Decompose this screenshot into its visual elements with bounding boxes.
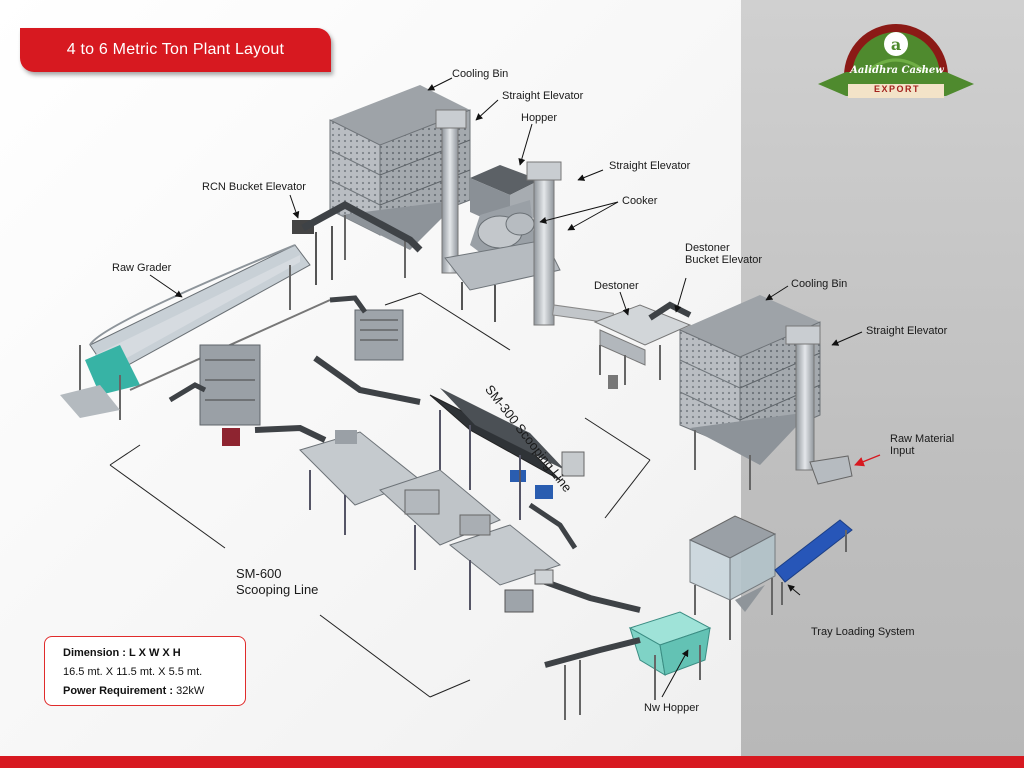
sm600-bracket	[109, 444, 471, 698]
tray-loading-system	[688, 515, 853, 640]
destoner-label: Destoner	[594, 280, 639, 292]
raw-grader-label: Raw Grader	[112, 262, 172, 274]
raw-material-arrow	[854, 454, 881, 467]
straight-elevator-3	[785, 325, 853, 485]
power-row: Power Requirement : 32kW	[63, 685, 204, 697]
cooling-bin-2-label: Cooling Bin	[791, 278, 848, 290]
straight-elevator-1	[435, 109, 467, 274]
bottom-red-bar	[0, 756, 1024, 768]
brand-tagline: EXPORT	[873, 84, 920, 94]
rcn-bucket-elevator-label: RCN Bucket Elevator	[202, 181, 306, 193]
sm300-scooping-line	[313, 295, 585, 550]
title-banner: 4 to 6 Metric Ton Plant Layout	[20, 28, 331, 72]
page-title: 4 to 6 Metric Ton Plant Layout	[66, 41, 285, 58]
tray-loading-label: Tray Loading System	[811, 626, 915, 638]
raw-material-input-label: Raw Material Input	[890, 433, 955, 457]
sm600-line-label: SM-600 Scooping Line	[236, 566, 319, 597]
callout-arrows	[149, 77, 863, 698]
power-label: Power Requirement :	[63, 685, 174, 697]
brand-logo: a	[818, 24, 974, 98]
raw-grader	[60, 244, 331, 420]
dimension-heading: Dimension : L X W X H	[63, 647, 181, 659]
nw-hopper-label: Nw Hopper	[644, 702, 700, 714]
cooker-label: Cooker	[622, 195, 658, 207]
destoner	[593, 301, 692, 389]
brand-name: Aalidhra Cashew	[850, 65, 944, 76]
sm600-scooping-line	[168, 344, 641, 613]
svg-text:a: a	[891, 35, 901, 54]
rcn-bucket-elevator	[292, 201, 423, 285]
dimension-value: 16.5 mt. X 11.5 mt. X 5.5 mt.	[63, 666, 203, 678]
sm300-bracket	[384, 292, 651, 519]
straight-elevator-3-label: Straight Elevator	[866, 325, 948, 337]
power-value: 32kW	[176, 685, 205, 697]
straight-elevator-1-label: Straight Elevator	[502, 90, 584, 102]
destoner-bucket-elevator-label: Destoner Bucket Elevator	[685, 242, 763, 266]
spec-box: Dimension : L X W X H 16.5 mt. X 11.5 mt…	[44, 636, 246, 706]
straight-elevator-2-label: Straight Elevator	[609, 160, 691, 172]
hopper-label: Hopper	[521, 112, 558, 124]
straight-elevator-2	[526, 161, 614, 326]
cooker-unit	[444, 165, 561, 322]
cooling-bin-1-label: Cooling Bin	[452, 68, 509, 80]
